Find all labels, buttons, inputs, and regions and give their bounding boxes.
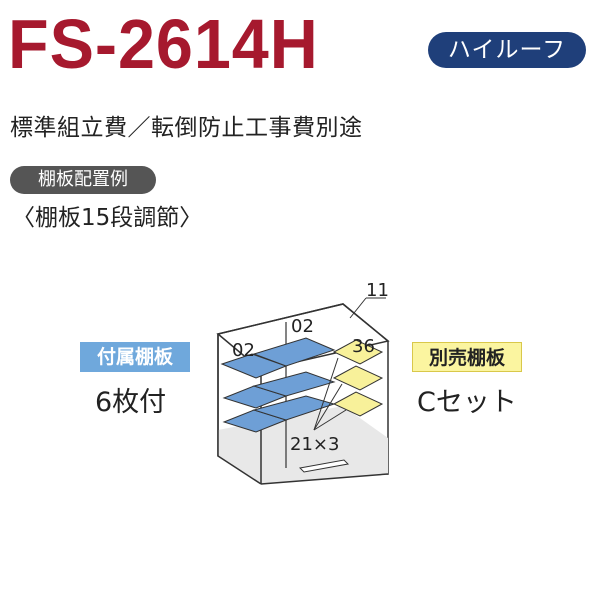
leader-11: [349, 297, 367, 319]
label-11: 11: [366, 280, 389, 301]
shelf-yellow-3: [332, 391, 384, 417]
model-number: FS-2614H: [8, 5, 319, 83]
label-02-left: 02: [232, 340, 255, 361]
sold-separately-badge: 別売棚板: [412, 342, 522, 372]
shelf-adjust-note: 〈棚板15段調節〉: [12, 205, 203, 231]
label-21x3: 21×3: [290, 434, 339, 455]
sold-shelves: [332, 339, 384, 417]
included-shelf-count: 6枚付: [95, 387, 167, 418]
label-36: 36: [352, 336, 375, 357]
included-shelf-badge: 付属棚板: [80, 342, 190, 372]
shelf-blue-5: [252, 371, 336, 397]
shed-floor-rail: [298, 459, 350, 473]
shelf-yellow-1: [332, 339, 384, 365]
shelf-blue-4: [252, 337, 336, 367]
leader-21-a: [313, 357, 339, 431]
high-roof-badge: ハイルーフ: [428, 32, 586, 68]
leader-21-c: [313, 409, 347, 431]
leader-21-b: [313, 383, 343, 431]
assembly-note: 標準組立費／転倒防止工事費別途: [10, 115, 363, 141]
shed-bottom-edge: [260, 473, 389, 485]
shelf-layout-pill: 棚板配置例: [10, 166, 156, 194]
shelf-yellow-2: [332, 365, 384, 391]
shed-bottom-left-edge: [217, 455, 262, 485]
label-02-mid: 02: [291, 316, 314, 337]
c-set-label: Cセット: [417, 387, 517, 418]
